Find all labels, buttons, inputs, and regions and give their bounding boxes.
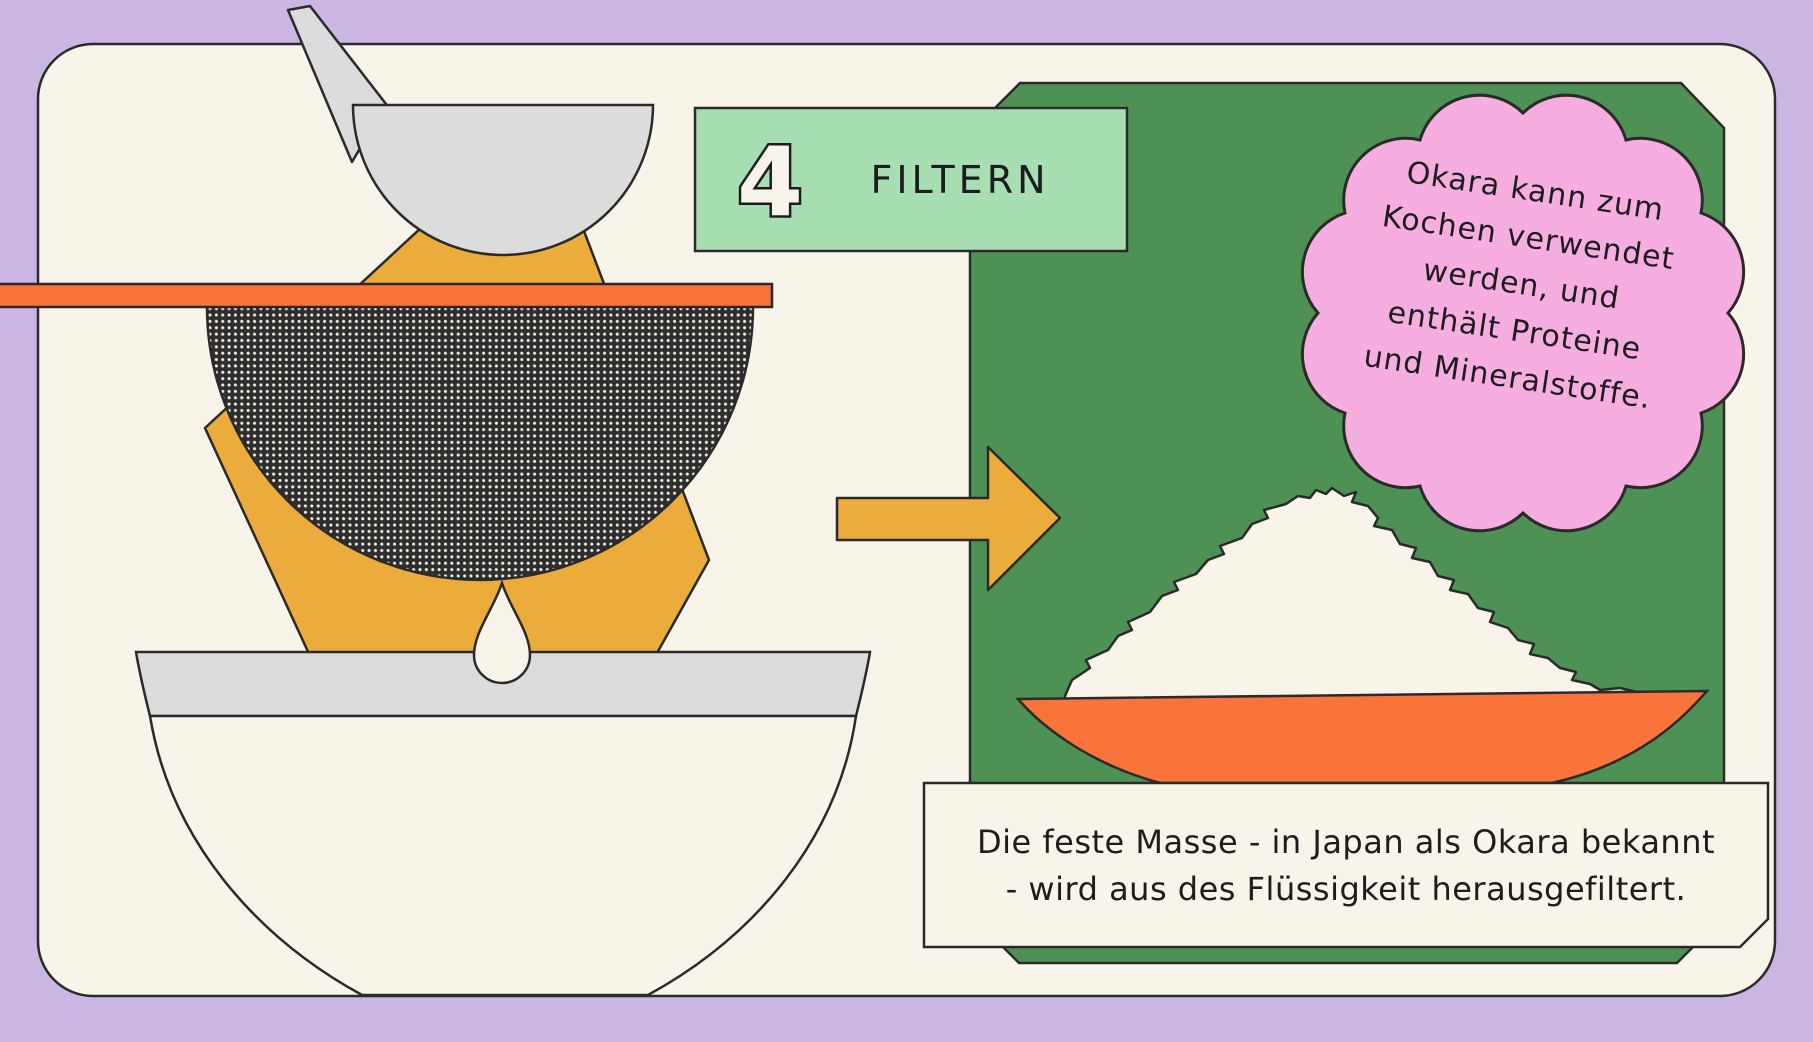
caption-box bbox=[922, 781, 1770, 949]
big-bowl-body bbox=[148, 714, 858, 997]
droplet bbox=[472, 578, 532, 685]
sieve-mesh bbox=[205, 305, 755, 582]
caption-line-2: - wird aus des Flüssigkeit herausgefilte… bbox=[1006, 870, 1687, 908]
caption-line-1: Die feste Masse - in Japan als Okara bek… bbox=[977, 823, 1715, 861]
step-label-box bbox=[693, 106, 1129, 253]
step-arrow-icon bbox=[835, 445, 1062, 592]
ladle-bowl bbox=[351, 103, 655, 257]
note-blob bbox=[1300, 93, 1746, 533]
step-number: 4 bbox=[737, 128, 803, 238]
okara-mound bbox=[1063, 486, 1639, 702]
step-title: FILTERN bbox=[870, 158, 1049, 202]
sieve-handle-bar bbox=[0, 282, 774, 309]
